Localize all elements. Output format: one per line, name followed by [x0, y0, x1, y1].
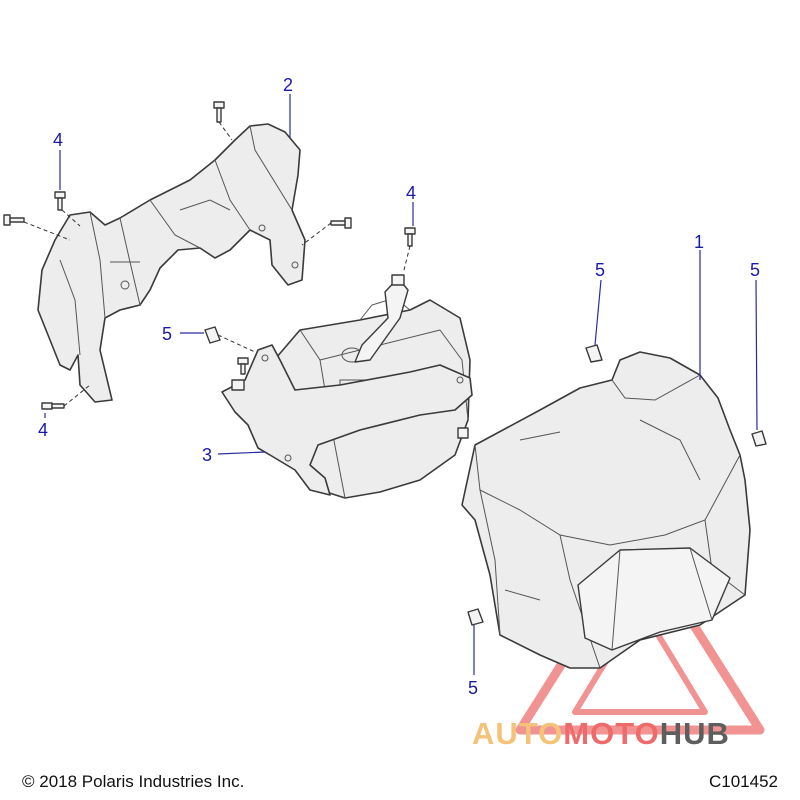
clip-nut-bottom	[467, 608, 484, 626]
watermark-auto: AUTO	[472, 716, 564, 751]
callout-5-right: 5	[750, 260, 760, 280]
clip-nut-left	[204, 326, 221, 344]
part-1-headlight-shroud	[461, 351, 751, 669]
clip-nut-right	[751, 430, 767, 447]
callout-4-bottom-left: 4	[38, 420, 48, 440]
bolt-top-left	[54, 191, 66, 211]
bolt-fasteners	[3, 101, 416, 410]
callout-5-bottom: 5	[468, 678, 478, 698]
bolt-left	[3, 214, 25, 226]
callout-4-top-left: 4	[53, 130, 63, 150]
callout-5-center: 5	[595, 260, 605, 280]
leader-3	[217, 451, 266, 455]
clip-nut-center	[585, 344, 603, 363]
leader-5-center	[594, 279, 602, 346]
leader-lines	[44, 94, 758, 675]
assembly-dashed-lines	[23, 121, 411, 407]
bolt-top-center	[213, 101, 225, 123]
part-3-headlight-bracket	[221, 274, 473, 499]
leader-5-right	[755, 279, 758, 431]
copyright-notice: © 2018 Polaris Industries Inc.	[22, 772, 245, 791]
bolt-right	[330, 217, 352, 229]
bolt-center-left	[237, 357, 249, 375]
callout-1: 1	[694, 232, 704, 252]
callout-2: 2	[283, 75, 293, 95]
drawing-number: C101452	[708, 772, 778, 791]
automotohub-watermark: AUTOMOTOHUB	[472, 716, 730, 752]
part-2-upper-bracket	[37, 123, 306, 403]
bolt-center	[404, 227, 416, 247]
clip-nuts	[204, 326, 767, 626]
callout-5-left: 5	[162, 324, 172, 344]
watermark-moto: MOTO	[563, 716, 660, 751]
callout-3: 3	[202, 445, 212, 465]
bolt-bottom-left	[41, 402, 65, 410]
callout-4-center: 4	[406, 183, 416, 203]
watermark-hub: HUB	[659, 716, 730, 751]
callout-labels: 2 4 4 4 5 3 5 1 5 5	[38, 75, 760, 698]
